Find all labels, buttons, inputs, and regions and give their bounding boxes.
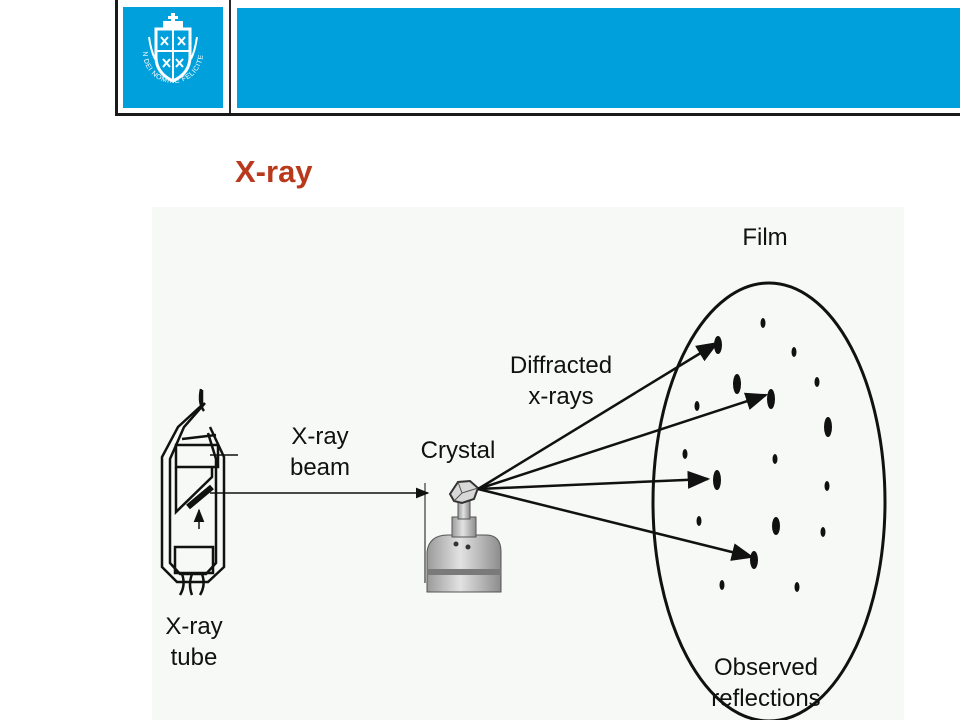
reflection-spot [760,318,766,328]
shield-icon [154,27,192,83]
reflection-spot [772,517,780,535]
header-divider [229,0,231,113]
label-beam-line1: X-ray [291,423,348,450]
reflection-spots [682,318,832,592]
header-left-rule [115,0,118,116]
label-observed-line2: reflections [711,685,820,712]
reflection-spot [719,580,725,590]
reflection-spot [750,551,758,569]
reflection-spot [814,377,820,387]
label-diffracted-line1: Diffracted [510,352,612,379]
label-observed-line1: Observed [714,654,818,681]
reflection-spot [733,374,741,394]
crystal-mount-icon [426,479,502,593]
reflection-spot [791,347,797,357]
reflection-spot [794,582,800,592]
reflection-spot [767,389,775,409]
diffracted-beam-arrow [477,487,755,561]
label-tube-line2: tube [171,644,218,671]
xray-diffraction-diagram: Film Diffracted x-rays X-ray beam Crysta… [160,224,887,720]
diffracted-beam-arrow [477,392,769,491]
xray-tube-icon [160,388,238,596]
reflection-spot [772,454,778,464]
slide-title: X-ray [235,154,313,189]
tube-anode-target [186,484,214,510]
label-diffracted-line2: x-rays [528,383,593,410]
reflection-spot [824,417,832,437]
label-film: Film [742,224,787,251]
label-beam-line2: beam [290,454,350,481]
reflection-spot [824,481,830,491]
logo-box: IN DEI NOMINE FELICITER [120,2,223,108]
header-bottom-rule [115,113,960,116]
reflection-spot [696,516,702,526]
reflection-spot [682,449,688,459]
film-plate [651,281,887,720]
reflection-spot [820,527,826,537]
diagram-panel: Film Diffracted x-rays X-ray beam Crysta… [152,207,904,720]
diffracted-beam-arrow [477,470,711,491]
university-seal-logo: IN DEI NOMINE FELICITER [120,2,204,85]
header-band [237,8,960,108]
reflection-spot [714,336,722,354]
label-tube-line1: X-ray [165,613,222,640]
reflection-spot [713,470,721,490]
label-crystal: Crystal [421,437,496,464]
reflection-spot [694,401,700,411]
